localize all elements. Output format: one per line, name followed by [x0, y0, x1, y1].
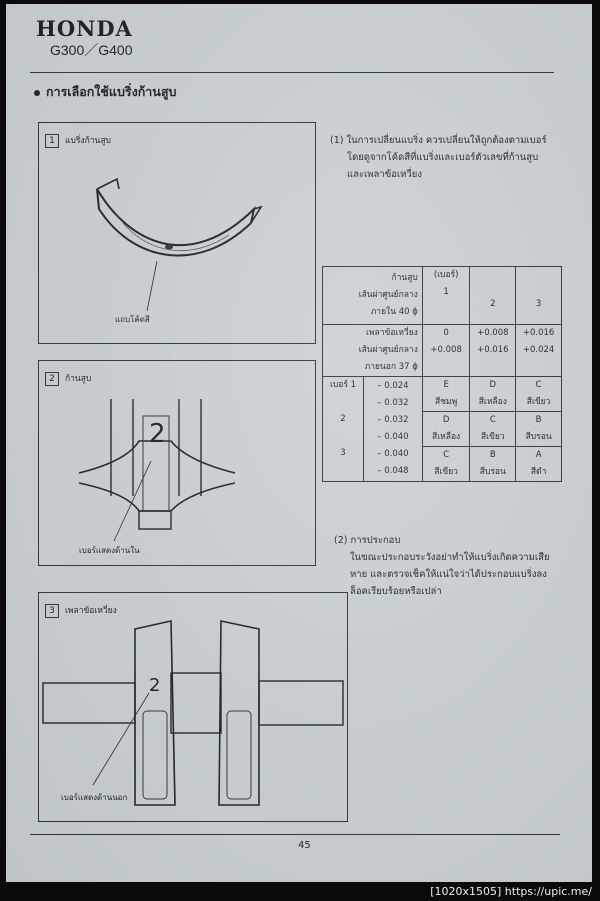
manual-page: HONDA G300／G400 การเลือกใช้แบริ่งก้านสูบ… — [6, 4, 592, 882]
crank-num-col: เบอร์ 1 2 3 — [322, 376, 364, 482]
crank-header: เพลาข้อเหวี่ยง เส้นผ่าศูนย์กลาง ภายนอก 3… — [322, 324, 423, 377]
brand-logo: HONDA — [36, 16, 133, 41]
section-title: การเลือกใช้แบริ่งก้านสูบ — [34, 82, 176, 102]
range-col-2: +0.008+0.016 — [469, 324, 517, 377]
footer-rule — [30, 834, 560, 835]
range-col-3: +0.016+0.024 — [515, 324, 562, 377]
model-name: G300／G400 — [50, 42, 133, 58]
figure-1-callout: แถบโค้ดสี — [115, 315, 150, 324]
crankshaft-illustration — [42, 620, 344, 806]
range-col-1: 0+0.008 — [421, 324, 471, 377]
page-number: 45 — [298, 840, 311, 851]
step2-text: (2) การประกอบ ในขณะประกอบระวังอย่าทำให้แ… — [334, 535, 550, 597]
bearing-illustration — [96, 177, 263, 312]
rod-col-3: 3 — [515, 266, 562, 325]
bearing-selection-table: ก้านสูบ เส้นผ่าศูนย์กลาง ภายใน 40 ϕ (เบอ… — [322, 266, 562, 482]
figure-3-callout: เบอร์แสดงด้านนอก — [61, 793, 128, 802]
step1-text: (1) ในการเปลี่ยนแบริ่ง ควรเปลี่ยนให้ถูกต… — [330, 135, 547, 180]
figure-3-mark: 2 — [149, 675, 161, 696]
rod-col-1: (เบอร์)1 — [421, 266, 471, 325]
header-rule — [30, 72, 554, 73]
bullet-icon — [34, 89, 40, 96]
figure-2-callout: เบอร์แสดงด้านใน — [79, 546, 140, 555]
figure-2-mark: 2 — [149, 419, 166, 449]
rod-header: ก้านสูบ เส้นผ่าศูนย์กลาง ภายใน 40 ϕ — [322, 266, 423, 325]
rod-col-2: 2 — [469, 266, 517, 325]
connecting-rod-illustration — [78, 399, 236, 542]
crank-range-col: – 0.024 – 0.032 – 0.032 – 0.040 – 0.040 … — [363, 376, 423, 482]
image-watermark: [1020x1505] https://upic.me/ — [430, 885, 592, 898]
